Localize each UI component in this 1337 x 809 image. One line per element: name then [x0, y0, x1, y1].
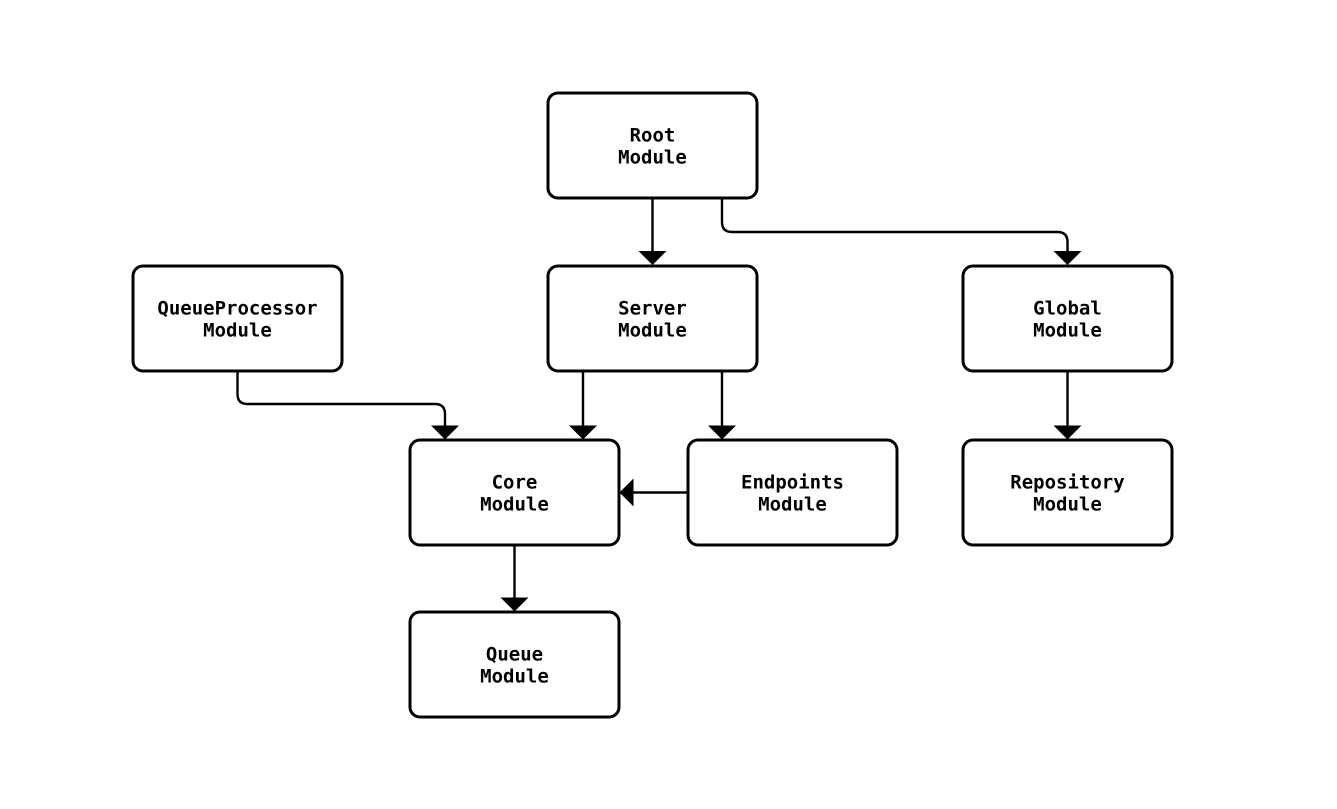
node-root-module-box: [546, 91, 759, 200]
node-queue-module: Queue Module: [408, 610, 621, 719]
edge-queueprocessor-to-core: [236, 371, 459, 440]
node-queue-module-box: [408, 610, 621, 719]
edges: [236, 198, 1082, 612]
node-endpoints-module-label-line2: Module: [758, 494, 827, 516]
node-repository-module: Repository Module: [961, 438, 1174, 547]
node-server-module-label-line2: Module: [618, 320, 687, 342]
node-endpoints-module-box: [686, 438, 899, 547]
node-core-module-label-line2: Module: [480, 494, 549, 516]
node-server-module: Server Module: [546, 264, 759, 373]
node-global-module-box: [961, 264, 1174, 373]
node-queueprocessor-module: QueueProcessor Module: [131, 264, 344, 373]
node-queueprocessor-module-label-line2: Module: [203, 320, 272, 342]
node-queue-module-label-line1: Queue: [486, 644, 543, 666]
node-queue-module-label-line2: Module: [480, 666, 549, 688]
node-global-module-label-line2: Module: [1033, 320, 1102, 342]
node-root-module-label-line2: Module: [618, 147, 687, 169]
node-repository-module-box: [961, 438, 1174, 547]
node-core-module-box: [408, 438, 621, 547]
node-queueprocessor-module-label-line1: QueueProcessor: [157, 298, 317, 320]
node-root-module-label-line1: Root: [630, 125, 676, 147]
node-repository-module-label-line1: Repository: [1010, 472, 1124, 494]
edge-root-to-global: [720, 198, 1082, 265]
node-repository-module-label-line2: Module: [1033, 494, 1102, 516]
node-core-module-label-line1: Core: [492, 472, 538, 494]
node-global-module-label-line1: Global: [1033, 298, 1102, 320]
node-core-module: Core Module: [408, 438, 621, 547]
node-root-module: Root Module: [546, 91, 759, 200]
node-queueprocessor-module-box: [131, 264, 344, 373]
node-endpoints-module: Endpoints Module: [686, 438, 899, 547]
node-server-module-label-line1: Server: [618, 298, 687, 320]
node-server-module-box: [546, 264, 759, 373]
node-endpoints-module-label-line1: Endpoints: [741, 472, 844, 494]
node-global-module: Global Module: [961, 264, 1174, 373]
